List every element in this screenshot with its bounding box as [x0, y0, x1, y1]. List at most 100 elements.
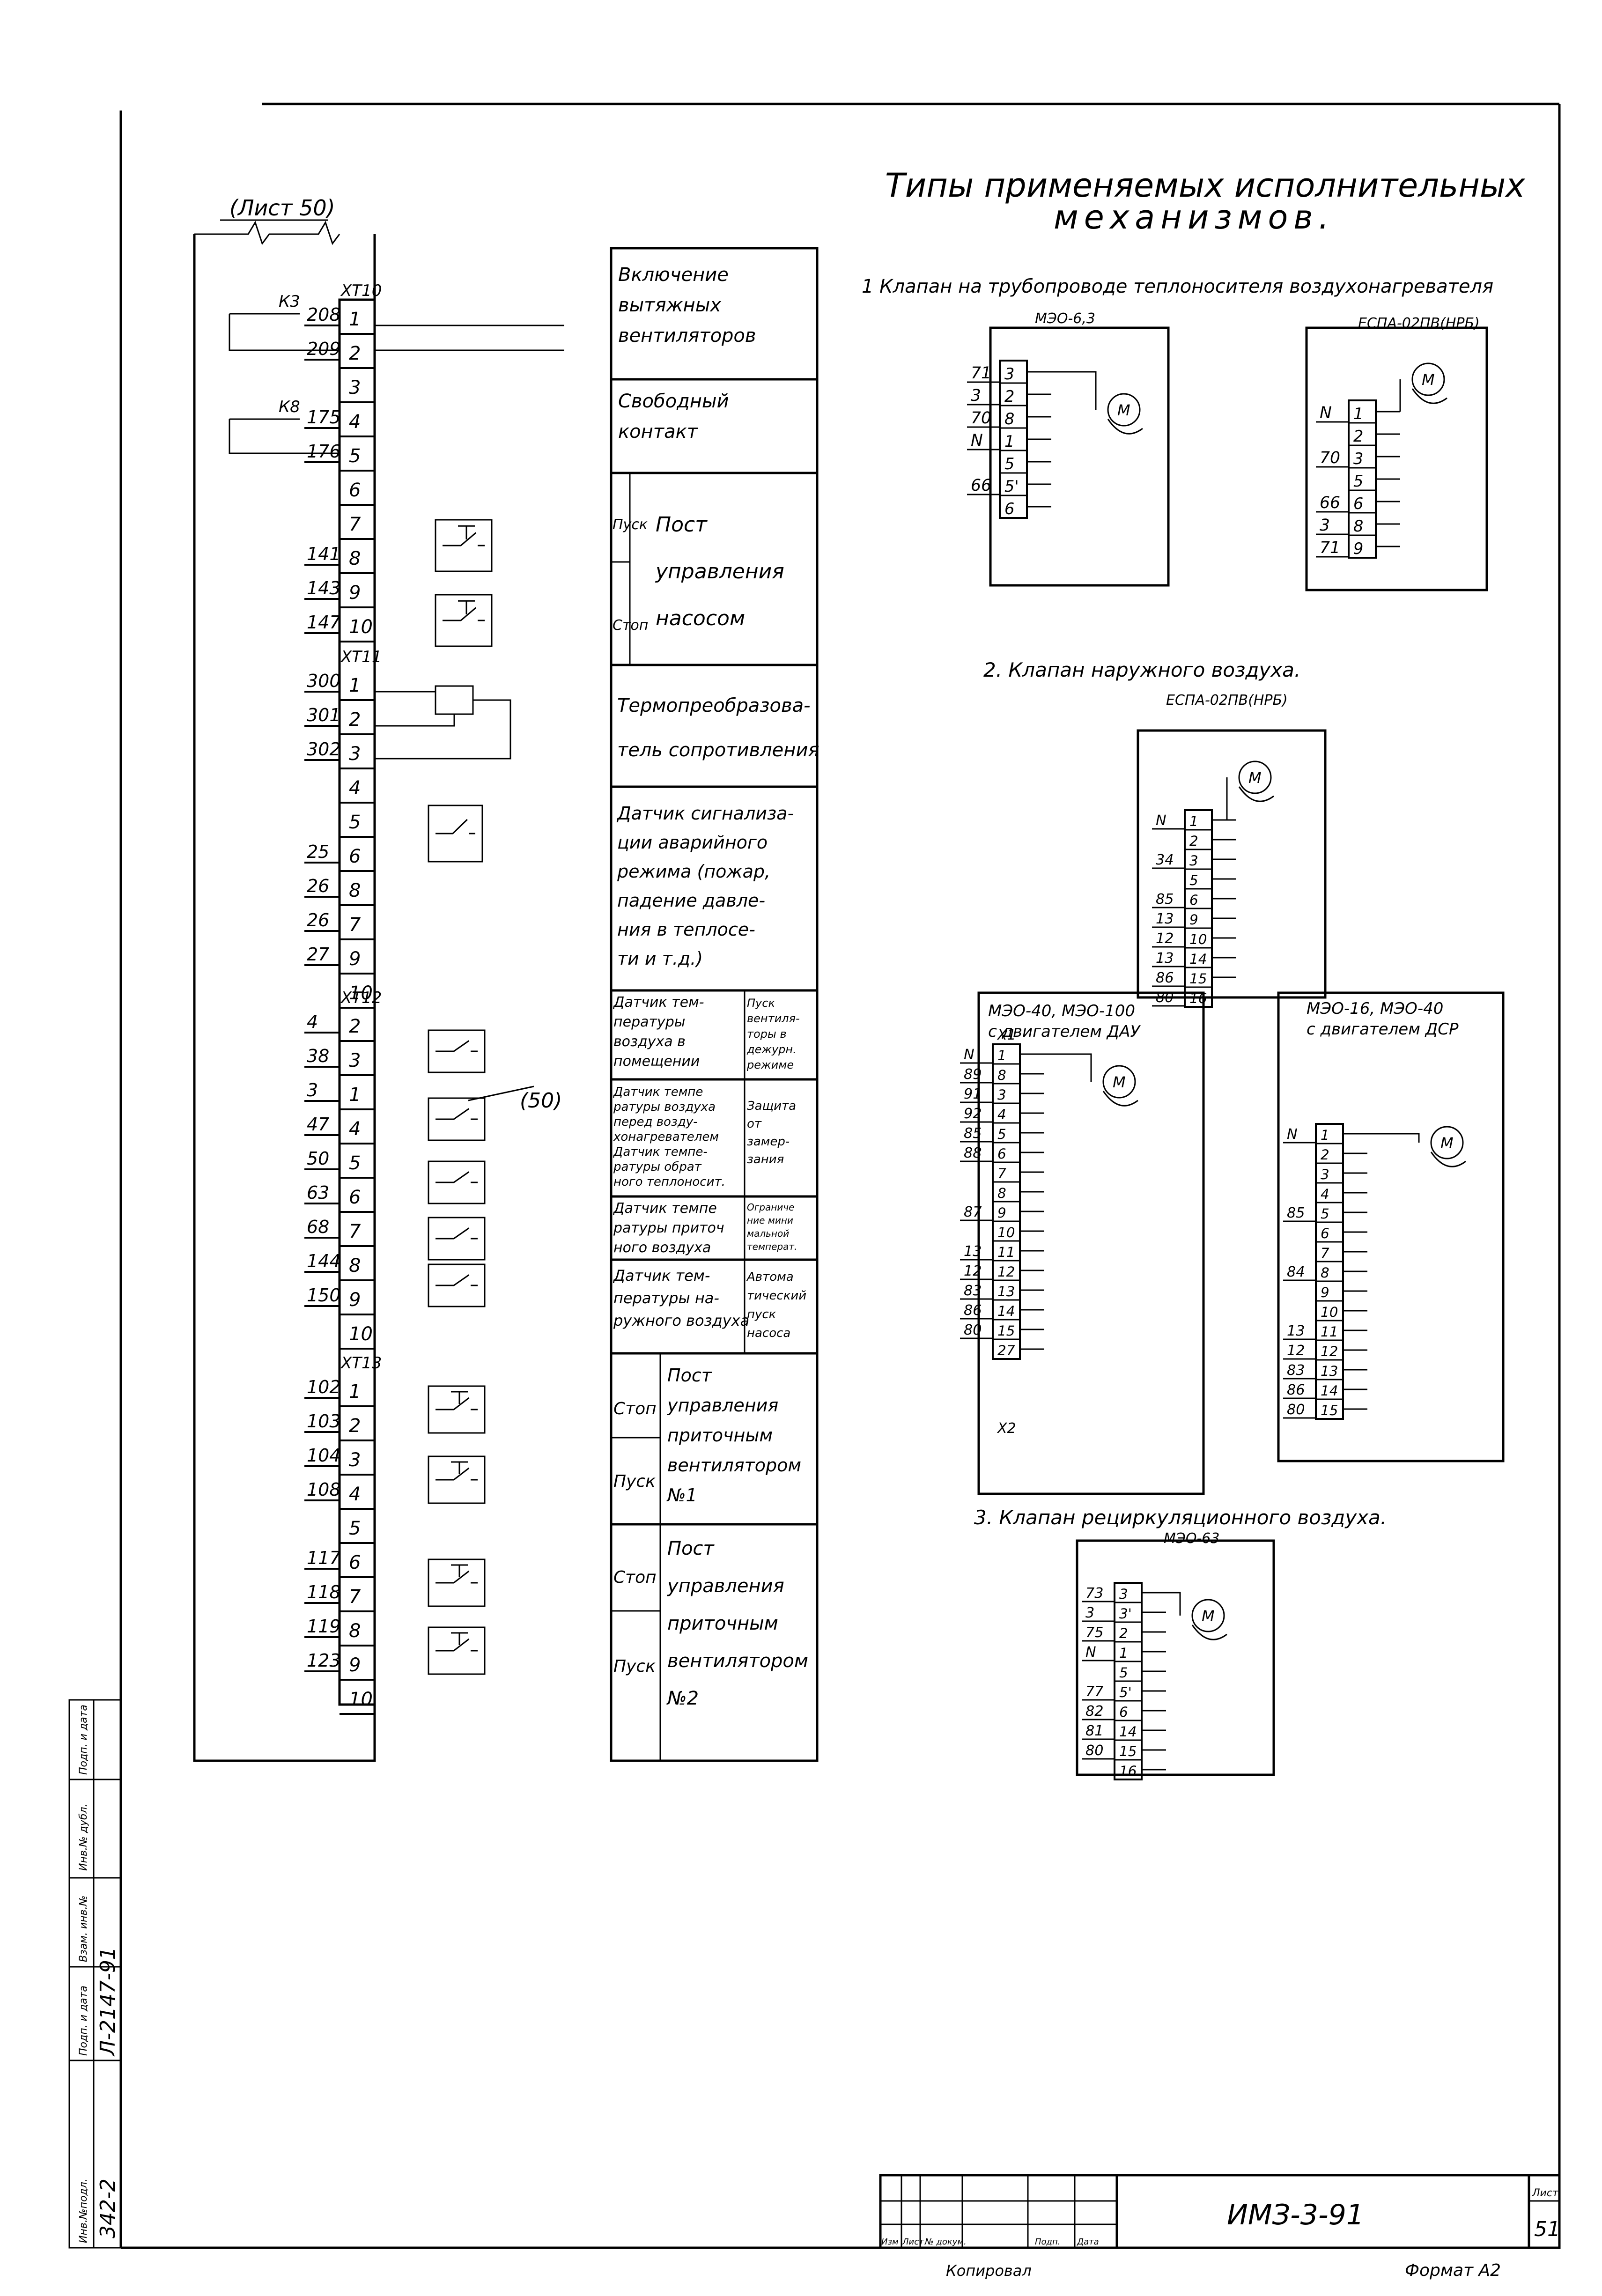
terminal-number: 6 [349, 480, 361, 501]
legend-alarm-sensor: Датчик сигнализа- [616, 803, 794, 824]
actuator-wire: 3 [1320, 516, 1330, 535]
actuator-name: МЭО-6,3 [1035, 310, 1095, 327]
actuator-pin: 8 [1004, 410, 1014, 428]
terminal-number: 9 [349, 1289, 361, 1311]
thermo-wiring [375, 691, 511, 760]
contact-box [428, 1558, 486, 1607]
signature-date: Л-2147-91 [96, 1947, 120, 2057]
terminal-number: 7 [349, 1221, 361, 1242]
wire-number: 208 [307, 304, 341, 325]
actuator-wire: 13 [1287, 1323, 1305, 1339]
wire-number: 150 [307, 1285, 341, 1306]
actuator-pin: 2 [1321, 1147, 1329, 1163]
contact-box [435, 519, 493, 572]
paper-format: Формат А2 [1405, 2261, 1501, 2280]
title-line-2: механизмов. [1054, 198, 1335, 236]
actuator-pin: 3 [1004, 365, 1014, 383]
side-label-2: Инв.№ дубл. [78, 1803, 89, 1871]
actuator-pin: 15 [1119, 1743, 1137, 1759]
legend-supply-air-temp: ратуры обрат [613, 1160, 702, 1174]
actuator-pin: 9 [1353, 539, 1363, 558]
actuator-name: с двигателем ДАУ [988, 1022, 1141, 1041]
actuator-pin: 3' [1119, 1606, 1132, 1622]
legend-supply-fan-1: приточным [667, 1425, 773, 1446]
terminal-number: 4 [349, 411, 361, 433]
actuator-pin: 8 [997, 1067, 1006, 1083]
actuator-pin: 5 [1353, 472, 1363, 490]
actuator-wire: 12 [1156, 930, 1174, 947]
actuator-wire: 91 [964, 1086, 982, 1102]
side-label-5: Инв.№подл. [78, 2178, 89, 2243]
switch-symbol [436, 1638, 478, 1652]
legend-room-temp: Датчик тем- [613, 994, 704, 1011]
side-label-4: Подп. и дата [78, 1986, 89, 2056]
actuator-wire: 85 [1287, 1205, 1305, 1221]
actuator-pin: 15 [1321, 1403, 1338, 1418]
actuator-wire: N [1320, 404, 1332, 422]
wire-number: 50 [307, 1148, 329, 1169]
stamp-col-list: Лист [902, 2237, 924, 2247]
terminal-block-label: XT12 [340, 989, 382, 1007]
terminal-number: 1 [349, 309, 361, 330]
side-label-1: Подп. и дата [78, 1705, 89, 1775]
terminal-number: 9 [349, 582, 361, 604]
terminal-number: 10 [349, 1689, 373, 1710]
actuator-wire: 66 [1320, 494, 1340, 512]
legend-supply-fan-2: управления [667, 1575, 784, 1597]
actuator-pin: 5 [1119, 1665, 1128, 1681]
terminal-number: 1 [349, 675, 361, 696]
actuator-pin: 12 [1321, 1344, 1338, 1359]
actuator-pin: 1 [1004, 432, 1014, 450]
actuator-wire: 80 [1085, 1742, 1103, 1759]
actuator-pin: 1 [1119, 1645, 1128, 1661]
legend-supply-air-temp: Датчик темпе- [613, 1145, 708, 1159]
cross-ref-leader [468, 1085, 534, 1101]
wire-number: 141 [307, 544, 341, 564]
legend-supply-temp: ратуры приточ [613, 1220, 724, 1236]
relay-label: К8 [279, 398, 300, 416]
legend-min-temp-limit: Ограниче [747, 1202, 794, 1213]
actuator-pin: 6 [1321, 1226, 1329, 1241]
legend-min-temp-limit: ние мини [747, 1215, 793, 1226]
actuator-pin: 5' [1119, 1684, 1132, 1700]
relay-k8-circuit [229, 418, 340, 454]
switch-symbol [436, 1274, 478, 1286]
wire-number: 102 [307, 1377, 341, 1397]
actuator-pin: 3 [1189, 853, 1198, 869]
wire-number: 108 [307, 1479, 341, 1500]
legend-supply-fan-1: №1 [666, 1485, 697, 1506]
legend-freeze-protection: замер- [747, 1135, 790, 1149]
terminal-block-label: XT10 [340, 281, 382, 300]
legend-supply-air-temp: Датчик темпе [613, 1085, 703, 1099]
legend-supply-fan-1: вентилятором [667, 1455, 801, 1476]
legend-free-contact: Свободный [618, 391, 729, 412]
switch-symbol [436, 1171, 478, 1183]
switch-symbol [436, 1108, 478, 1120]
motor-label: М [1113, 1073, 1126, 1091]
motor-symbol [1191, 1599, 1225, 1632]
wire-number: 68 [307, 1217, 329, 1237]
legend-alarm-sensor: ния в теплосе- [617, 919, 755, 940]
button-symbol [458, 525, 475, 539]
actuator-pin: 11 [1321, 1324, 1338, 1340]
actuator-wire: 80 [964, 1322, 982, 1338]
terminal-number: 10 [349, 982, 373, 1004]
actuator-pin: 14 [1321, 1383, 1338, 1399]
terminal-number: 6 [349, 1552, 361, 1573]
actuator-pin: 9 [1189, 912, 1198, 928]
actuator-wire: 12 [964, 1263, 982, 1279]
actuator-frame [1277, 991, 1505, 1462]
actuator-pin: 15 [997, 1323, 1015, 1339]
actuator-pin: 11 [997, 1244, 1015, 1260]
contact-box [428, 1217, 486, 1261]
legend-supply-fan-2: приточным [667, 1613, 778, 1634]
actuator-pin: 10 [1189, 931, 1207, 947]
binding-strip: Подп. и дата Инв.№ дубл. Взам. инв.№ Под… [68, 1699, 122, 2249]
actuator-wire: 83 [1287, 1362, 1305, 1379]
contact-box [428, 1455, 486, 1504]
actuator-name: с двигателем ДСР [1307, 1020, 1459, 1039]
actuator-pin: 2 [1119, 1625, 1128, 1641]
terminal-number: 7 [349, 1586, 361, 1608]
